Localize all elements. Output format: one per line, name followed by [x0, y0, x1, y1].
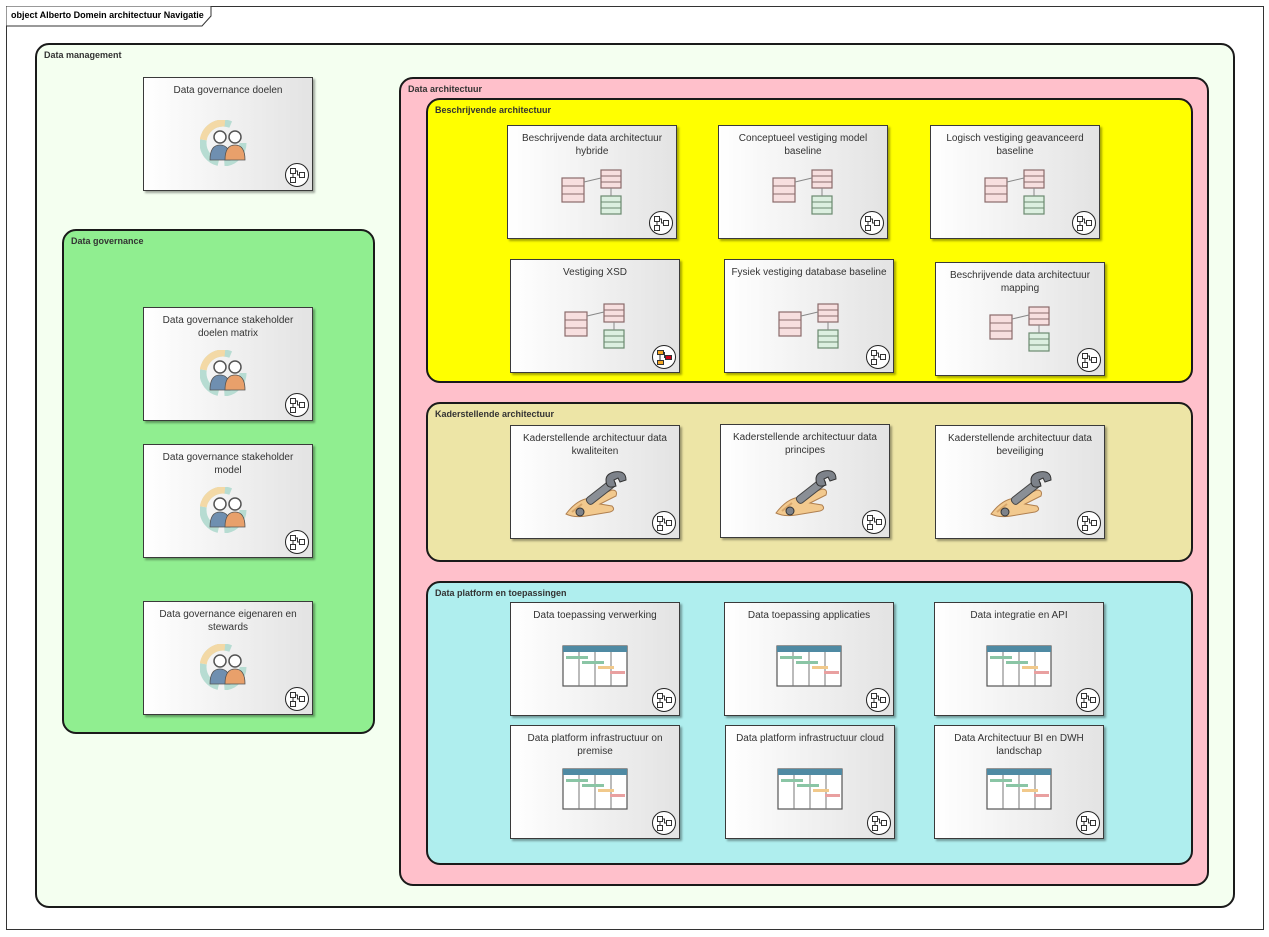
- card-title: Data platform infrastructuur on premise: [527, 733, 663, 757]
- card-title: Beschrijvende data architectuur hybride: [521, 133, 663, 157]
- card-data-platform-infrastructuur-cloud[interactable]: Data platform infrastructuur cloud: [725, 725, 895, 839]
- card-logisch-vestiging-geavanceerd-baseline[interactable]: Logisch vestiging geavanceerd baseline: [930, 125, 1100, 239]
- card-title: Conceptueel vestiging model baseline: [738, 133, 868, 157]
- gantt-icon: [776, 645, 842, 692]
- wrench-hand-icon: [560, 468, 630, 525]
- card-data-governance-eigenaren-en-stewards[interactable]: Data governance eigenaren en stewards: [143, 601, 313, 715]
- card-title: Data governance stakeholder model: [162, 452, 294, 476]
- card-title: Vestiging XSD: [563, 267, 627, 278]
- card-title: Kaderstellende architectuur data beveili…: [948, 433, 1092, 457]
- card-data-governance-stakeholder-doelen-matrix[interactable]: Data governance stakeholder doelen matri…: [143, 307, 313, 421]
- navigate-diagram-icon[interactable]: [652, 811, 676, 835]
- navigate-diagram-icon[interactable]: [1077, 348, 1101, 372]
- card-fysiek-vestiging-database-baseline[interactable]: Fysiek vestiging database baseline: [724, 259, 894, 373]
- card-title: Logisch vestiging geavanceerd baseline: [946, 133, 1084, 157]
- card-title: Data integratie en API: [970, 610, 1068, 621]
- boundary-label: Data management: [44, 50, 122, 60]
- card-vestiging-xsd[interactable]: Vestiging XSD: [510, 259, 680, 373]
- card-title: Data governance eigenaren en stewards: [159, 609, 297, 633]
- navigate-diagram-icon[interactable]: [867, 811, 891, 835]
- card-data-governance-stakeholder-model[interactable]: Data governance stakeholder model: [143, 444, 313, 558]
- boundary-label: Data architectuur: [408, 84, 483, 94]
- card-beschrijvende-data-architectuur-mapping[interactable]: Beschrijvende data architectuur mapping: [935, 262, 1105, 376]
- card-data-governance-doelen[interactable]: Data governance doelen: [143, 77, 313, 191]
- card-title: Data platform infrastructuur cloud: [736, 733, 884, 744]
- navigate-diagram-icon[interactable]: [285, 393, 309, 417]
- class-diagram-icon: [563, 302, 627, 355]
- card-data-toepassing-verwerking[interactable]: Data toepassing verwerking: [510, 602, 680, 716]
- card-data-integratie-en-api[interactable]: Data integratie en API: [934, 602, 1104, 716]
- navigate-diagram-icon[interactable]: [866, 345, 890, 369]
- card-title: Kaderstellende architectuur data princip…: [733, 432, 877, 456]
- boundary-label: Data governance: [71, 236, 144, 246]
- card-title: Data toepassing applicaties: [747, 610, 871, 621]
- navigate-diagram-icon[interactable]: [652, 688, 676, 712]
- gantt-icon: [562, 645, 628, 692]
- card-kaderstellende-architectuur-data-principes[interactable]: Kaderstellende architectuur data princip…: [720, 424, 890, 538]
- card-data-platform-infrastructuur-on-premise[interactable]: Data platform infrastructuur on premise: [510, 725, 680, 839]
- card-data-toepassing-applicaties[interactable]: Data toepassing applicaties: [724, 602, 894, 716]
- people-icon: [199, 643, 256, 695]
- class-diagram-icon: [983, 168, 1047, 221]
- people-icon: [199, 486, 256, 538]
- gantt-icon: [986, 768, 1052, 815]
- people-icon: [199, 349, 256, 401]
- card-conceptueel-vestiging-model-baseline[interactable]: Conceptueel vestiging model baseline: [718, 125, 888, 239]
- card-title: Beschrijvende data architectuur mapping: [949, 270, 1091, 294]
- wrench-hand-icon: [770, 467, 840, 524]
- diagram-title: object Alberto Domein architectuur Navig…: [11, 10, 204, 20]
- card-title: Data governance stakeholder doelen matri…: [162, 315, 294, 339]
- navigate-diagram-icon[interactable]: [862, 510, 886, 534]
- card-kaderstellende-architectuur-data-kwaliteiten[interactable]: Kaderstellende architectuur data kwalite…: [510, 425, 680, 539]
- class-diagram-icon: [777, 302, 841, 355]
- boundary-label: Beschrijvende architectuur: [435, 105, 552, 115]
- navigate-diagram-icon[interactable]: [1076, 688, 1100, 712]
- boundary-label: Data platform en toepassingen: [435, 588, 567, 598]
- card-title: Data governance doelen: [173, 85, 283, 96]
- class-diagram-icon: [771, 168, 835, 221]
- navigate-diagram-icon[interactable]: [1072, 211, 1096, 235]
- class-diagram-icon: [988, 305, 1052, 358]
- navigate-diagram-icon[interactable]: [866, 688, 890, 712]
- navigate-diagram-icon[interactable]: [285, 687, 309, 711]
- wrench-hand-icon: [985, 468, 1055, 525]
- class-diagram-icon: [560, 168, 624, 221]
- card-title: Data toepassing verwerking: [533, 610, 657, 621]
- card-title: Data Architectuur BI en DWH landschap: [954, 733, 1084, 757]
- navigate-diagram-icon[interactable]: [652, 345, 676, 369]
- navigate-diagram-icon[interactable]: [1077, 511, 1101, 535]
- navigate-diagram-icon[interactable]: [649, 211, 673, 235]
- card-kaderstellende-architectuur-data-beveiliging[interactable]: Kaderstellende architectuur data beveili…: [935, 425, 1105, 539]
- card-beschrijvende-data-architectuur-hybride[interactable]: Beschrijvende data architectuur hybride: [507, 125, 677, 239]
- gantt-icon: [986, 645, 1052, 692]
- card-data-architectuur-bi-en-dwh-landschap[interactable]: Data Architectuur BI en DWH landschap: [934, 725, 1104, 839]
- navigate-diagram-icon[interactable]: [285, 163, 309, 187]
- gantt-icon: [562, 768, 628, 815]
- navigate-diagram-icon[interactable]: [285, 530, 309, 554]
- boundary-label: Kaderstellende architectuur: [435, 409, 555, 419]
- navigate-diagram-icon[interactable]: [860, 211, 884, 235]
- navigate-diagram-icon[interactable]: [652, 511, 676, 535]
- card-title: Kaderstellende architectuur data kwalite…: [523, 433, 667, 457]
- card-title: Fysiek vestiging database baseline: [731, 267, 887, 278]
- navigate-diagram-icon[interactable]: [1076, 811, 1100, 835]
- people-icon: [199, 119, 256, 171]
- gantt-icon: [777, 768, 843, 815]
